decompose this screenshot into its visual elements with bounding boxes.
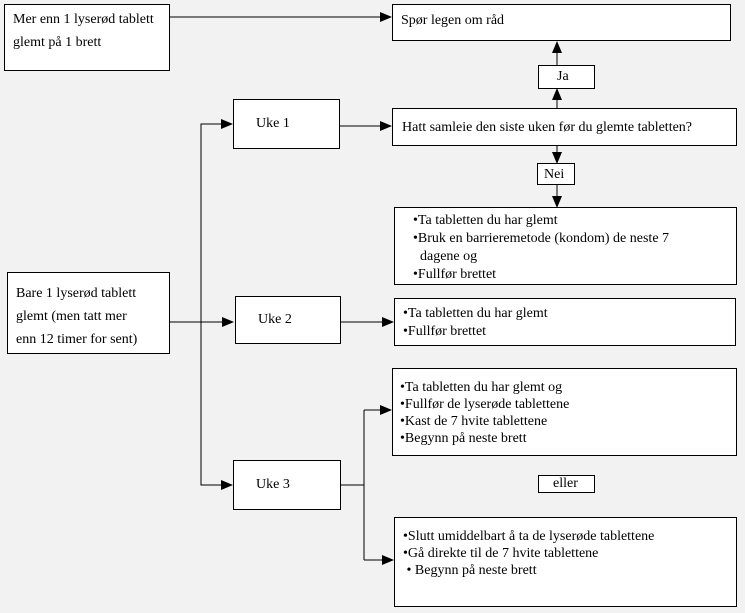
week1-text: Uke 1 — [256, 116, 290, 131]
week2-actions-box: •Ta tabletten du har glemt •Fullfør bret… — [394, 298, 736, 346]
only-one-line-2: glemt (men tatt mer — [16, 309, 127, 324]
more-than-one-box: Mer enn 1 lyserød tablett glemt på 1 bre… — [4, 4, 170, 71]
nei-box: Nei — [537, 163, 575, 185]
week2-action-2: •Fullfør brettet — [403, 324, 487, 339]
eller-text: eller — [553, 476, 578, 491]
week3-option-a-1: •Ta tabletten du har glemt og — [400, 380, 563, 395]
week2-text: Uke 2 — [258, 312, 292, 327]
week3-option-a-2: •Fullfør de lyserøde tablettene — [400, 397, 570, 412]
week1-actions-box: •Ta tabletten du har glemt •Bruk en barr… — [394, 207, 737, 285]
week3-option-b-box: •Slutt umiddelbart å ta de lyserøde tabl… — [394, 517, 737, 607]
week2-action-1: •Ta tabletten du har glemt — [403, 306, 548, 321]
week2-box: Uke 2 — [235, 296, 341, 344]
week3-option-a-box: •Ta tabletten du har glemt og •Fullfør d… — [392, 368, 737, 456]
week1-action-1: •Ta tabletten du har glemt — [413, 213, 558, 228]
eller-box: eller — [538, 475, 595, 493]
only-one-box: Bare 1 lyserød tablett glemt (men tatt m… — [7, 272, 170, 354]
ja-box: Ja — [538, 65, 595, 89]
only-one-line-1: Bare 1 lyserød tablett — [16, 286, 137, 301]
week1-action-2: •Bruk en barrieremetode (kondom) de nest… — [413, 231, 670, 246]
only-one-line-3: enn 12 timer for sent) — [16, 332, 138, 347]
branch-line — [200, 123, 232, 486]
ask-doctor-box: Spør legen om råd — [392, 4, 731, 41]
week3-option-b-3: • Begynn på neste brett — [403, 563, 537, 578]
week1-box: Uke 1 — [233, 99, 340, 149]
more-than-one-line-1: Mer enn 1 lyserød tablett — [13, 12, 154, 27]
week1-action-3: dagene og — [420, 249, 478, 264]
week3-option-a-4: •Begynn på neste brett — [400, 431, 527, 446]
question-box: Hatt samleie den siste uken før du glemt… — [392, 108, 737, 146]
week3-box: Uke 3 — [233, 460, 341, 510]
week3-option-b-2: •Gå direkte til de 7 hvite tablettene — [403, 546, 599, 561]
ja-text: Ja — [557, 69, 569, 84]
more-than-one-line-2: glemt på 1 brett — [13, 35, 102, 51]
question-text: Hatt samleie den siste uken før du glemt… — [402, 120, 693, 135]
week3-text: Uke 3 — [256, 477, 290, 492]
week1-action-4: •Fullfør brettet — [413, 267, 497, 282]
week3-option-b-1: •Slutt umiddelbart å ta de lyserøde tabl… — [403, 529, 655, 544]
nei-text: Nei — [544, 167, 565, 182]
ask-doctor-text: Spør legen om råd — [401, 13, 505, 28]
week3-option-a-3: •Kast de 7 hvite tablettene — [400, 414, 548, 429]
